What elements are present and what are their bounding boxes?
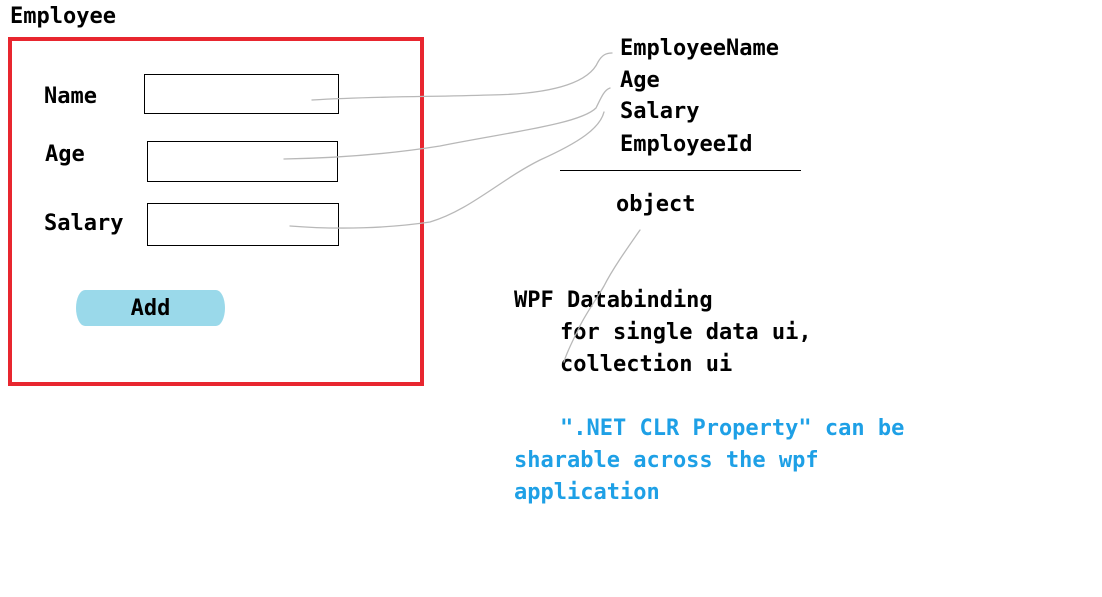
note-single-data: for single data ui, (560, 320, 812, 345)
name-label: Name (44, 84, 97, 109)
connector-name-to-employeename (311, 52, 613, 101)
age-input[interactable] (147, 141, 338, 182)
object-type-label: object (616, 192, 696, 217)
property-age: Age (620, 68, 660, 93)
property-salary: Salary (620, 99, 700, 124)
age-label: Age (45, 142, 85, 167)
connector-object-to-databinding (563, 229, 641, 363)
connector-salary-to-salary (289, 111, 605, 229)
note-clr-property-2: sharable across the wpf (514, 448, 819, 473)
property-employee-name: EmployeeName (620, 36, 779, 61)
property-divider (560, 170, 801, 171)
add-button[interactable]: Add (76, 290, 225, 326)
note-clr-property-3: application (514, 480, 660, 505)
name-input[interactable] (144, 74, 339, 114)
note-databinding: WPF Databinding (514, 288, 713, 313)
connector-age-to-age (283, 87, 611, 160)
note-collection: collection ui (560, 352, 733, 377)
salary-input[interactable] (147, 203, 339, 246)
note-clr-property-1: ".NET CLR Property" can be (560, 416, 905, 441)
form-title: Employee (10, 4, 116, 29)
salary-label: Salary (44, 211, 124, 236)
employee-form (8, 37, 424, 386)
property-employee-id: EmployeeId (620, 132, 753, 157)
